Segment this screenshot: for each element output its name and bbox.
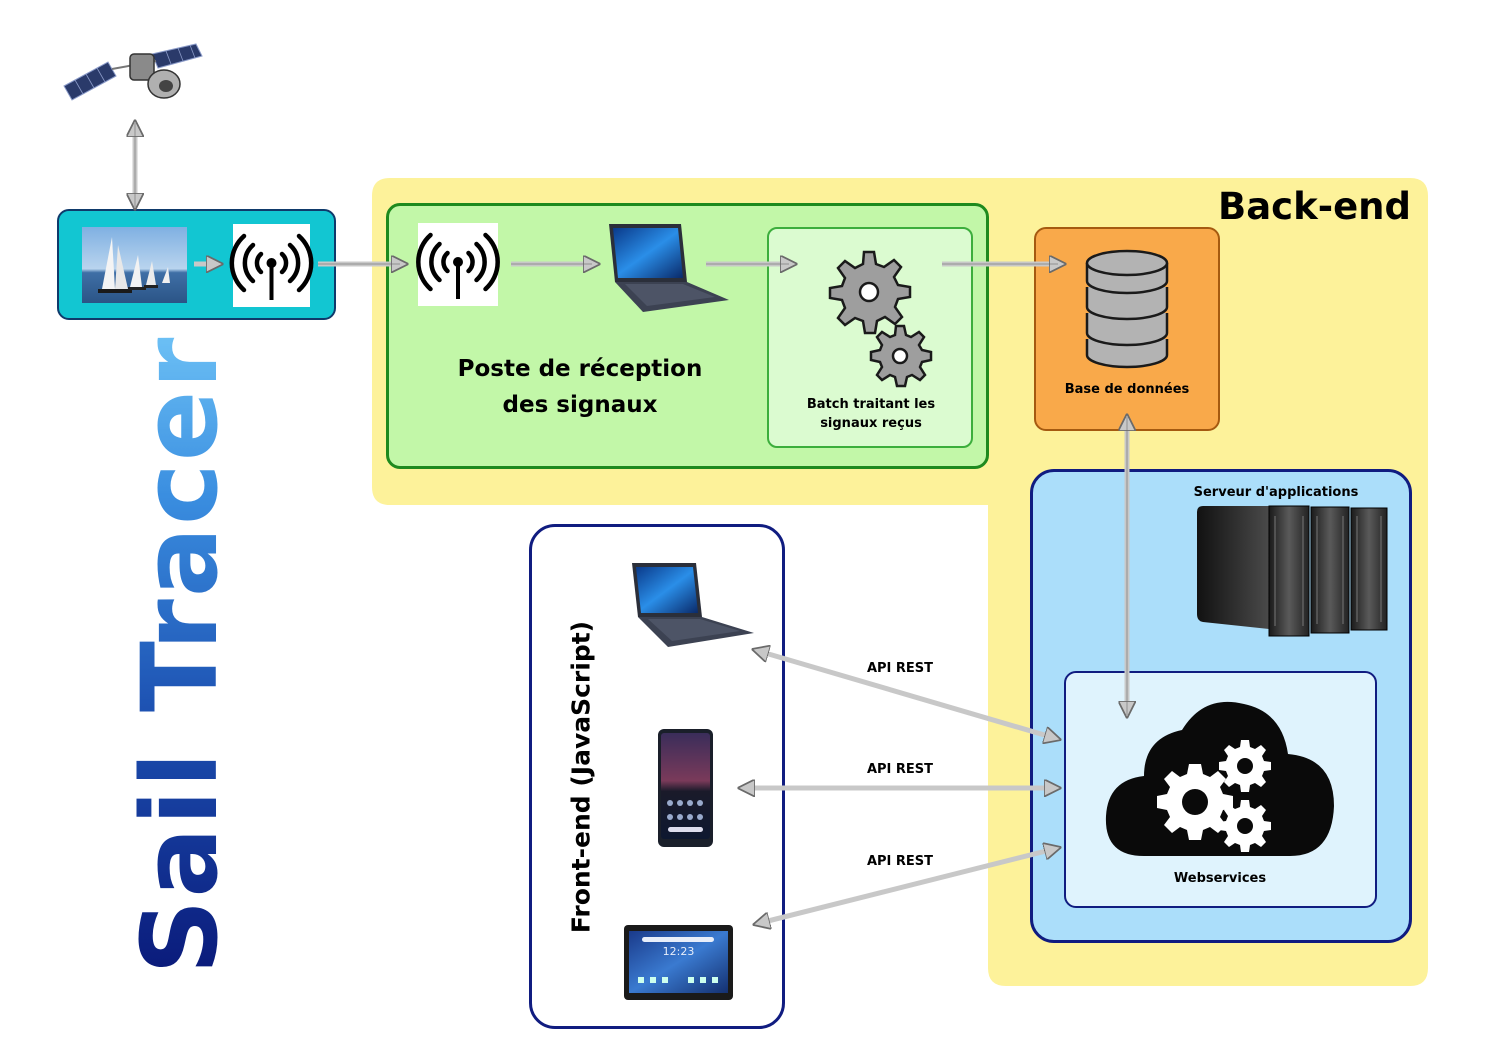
batch-label-line1: Batch traitant les	[806, 397, 936, 412]
frontend-laptop-icon	[628, 561, 756, 653]
webservices-label: Webservices	[1173, 871, 1267, 886]
reception-label: Poste de réception des signaux	[430, 351, 730, 423]
api-rest-label-tablet: API REST	[866, 854, 934, 869]
source-antenna-icon	[229, 224, 314, 307]
reception-laptop-icon	[603, 222, 731, 314]
server-rack-icon	[1187, 504, 1392, 637]
reception-label-line2: des signaux	[502, 392, 658, 418]
frontend-tablet-icon: 12:23	[624, 925, 733, 1000]
backend-title: Back-end	[1218, 185, 1411, 228]
reception-label-line1: Poste de réception	[457, 356, 703, 382]
batch-label-line2: signaux reçus	[820, 416, 922, 431]
satellite-icon	[60, 40, 210, 110]
frontend-smartphone-icon	[658, 729, 713, 847]
app-server-label: Serveur d'applications	[1193, 485, 1359, 500]
cloud-gears-icon	[1104, 698, 1336, 858]
reception-antenna-icon	[416, 223, 500, 306]
tablet-clock: 12:23	[662, 945, 695, 958]
database-label: Base de données	[1064, 382, 1190, 397]
batch-label: Batch traitant les signaux reçus	[787, 395, 955, 433]
gears-icon	[818, 244, 943, 394]
tablet-api-arrow	[756, 848, 1058, 924]
api-rest-label-laptop: API REST	[866, 661, 934, 676]
database-icon	[1083, 247, 1171, 372]
api-rest-label-smartphone: API REST	[866, 762, 934, 777]
laptop-api-arrow	[755, 650, 1058, 739]
sailboats-photo	[82, 227, 187, 303]
